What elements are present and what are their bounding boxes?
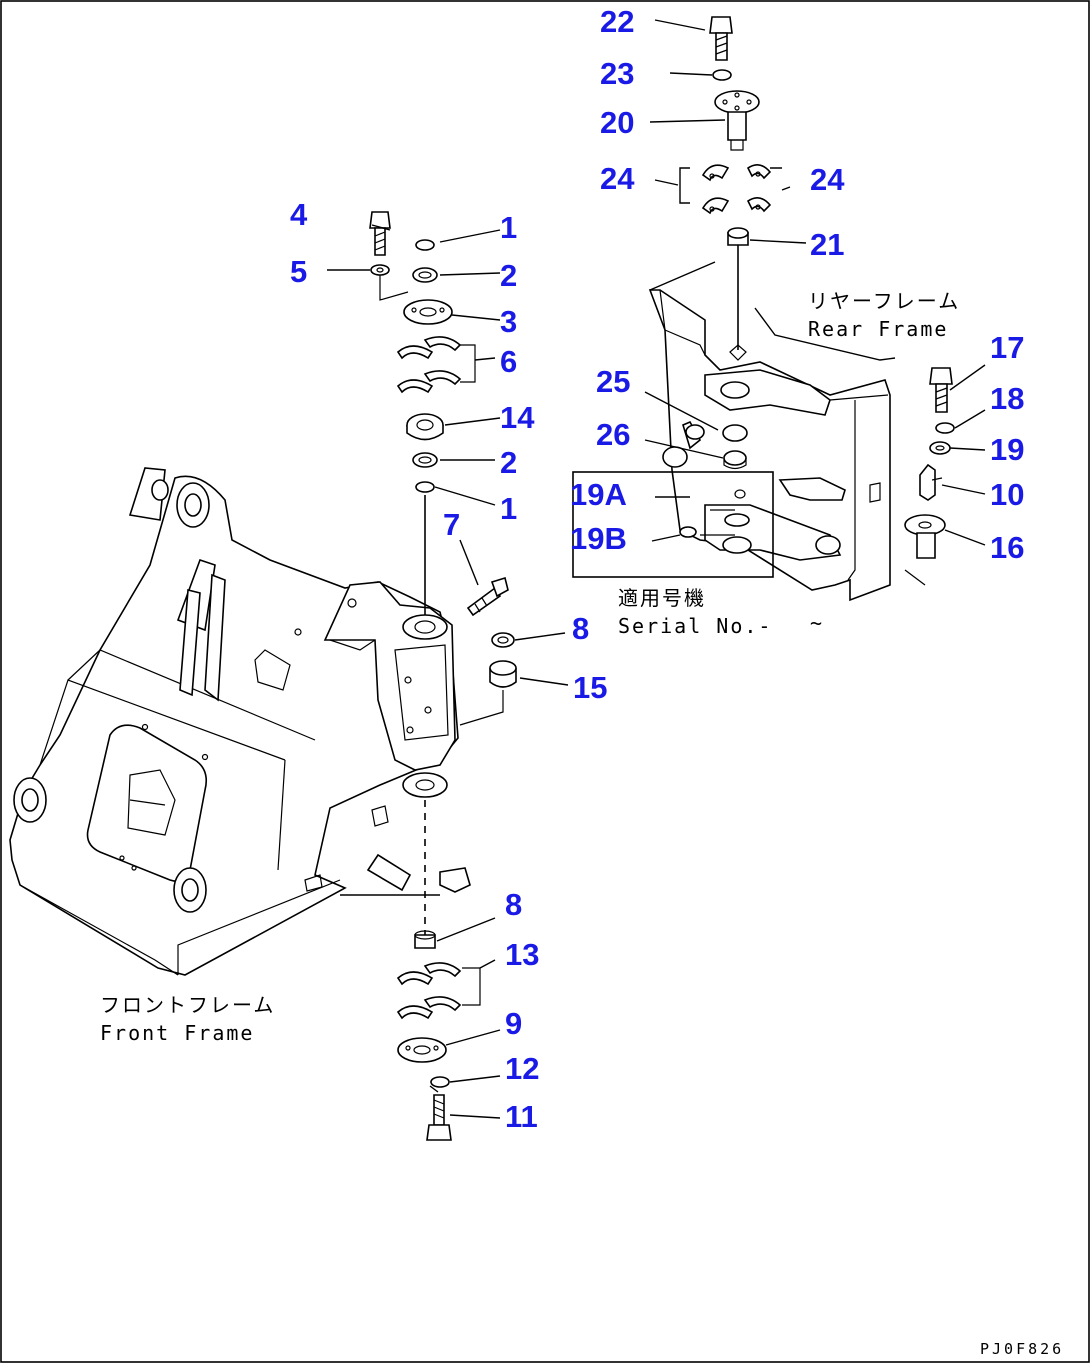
callout-4: 4 <box>290 197 308 232</box>
callout-18: 18 <box>990 381 1024 416</box>
callout-11: 11 <box>505 1099 538 1134</box>
callout-5: 5 <box>290 254 307 289</box>
lower-pin-stack <box>396 930 481 1141</box>
washer-19b <box>679 526 697 538</box>
axis-rear-target <box>729 344 747 361</box>
callout-2-upper: 2 <box>500 258 517 293</box>
callout-20: 20 <box>600 105 634 140</box>
callout-23: 23 <box>600 56 634 91</box>
callout-14: 14 <box>500 400 535 435</box>
upper-pin-stack <box>369 211 476 493</box>
callout-17: 17 <box>990 330 1024 365</box>
callout-13: 13 <box>505 937 539 972</box>
callout-8-upper: 8 <box>572 611 589 646</box>
leader-lines <box>327 19 986 1119</box>
drawing-code: PJ0F826 <box>980 1340 1064 1358</box>
callout-16: 16 <box>990 530 1024 565</box>
serial-variant-box <box>572 471 774 578</box>
callout-2-lower: 2 <box>500 445 517 480</box>
callout-7: 7 <box>443 507 460 542</box>
callout-19: 19 <box>990 432 1024 467</box>
callout-6: 6 <box>500 344 517 379</box>
callout-10: 10 <box>990 477 1024 512</box>
callout-19a: 19A <box>570 477 627 512</box>
callout-12: 12 <box>505 1051 539 1086</box>
front-frame-hinge <box>323 581 456 798</box>
callout-24-right: 24 <box>810 162 845 197</box>
grease-fitting-7 <box>466 576 509 617</box>
front-frame-caption-jp: フロントフレーム <box>100 993 275 1017</box>
rear-pin-stack <box>701 16 772 246</box>
callout-1-lower: 1 <box>500 491 517 526</box>
variant-hinge-lines <box>700 509 735 536</box>
callout-3: 3 <box>500 304 517 339</box>
callout-8-lower: 8 <box>505 887 522 922</box>
callout-15: 15 <box>573 670 607 705</box>
callout-26: 26 <box>596 417 630 452</box>
serial-caption-en: Serial No.- <box>618 614 772 638</box>
captions: リヤーフレーム Rear Frame 適用号機 Serial No.- ~ フロ… <box>100 289 1064 1358</box>
callouts: 22 23 20 24 24 21 4 5 1 2 3 6 14 2 1 7 8… <box>290 4 1024 1134</box>
side-bushings <box>459 632 517 726</box>
callout-25: 25 <box>596 364 630 399</box>
rear-frame <box>648 289 926 602</box>
serial-caption-tilde: ~ <box>810 611 824 635</box>
callout-19b: 19B <box>570 521 627 556</box>
callout-1-upper: 1 <box>500 210 517 245</box>
front-frame-caption-en: Front Frame <box>100 1021 254 1045</box>
rear-frame-caption-en: Rear Frame <box>808 317 948 341</box>
callout-9: 9 <box>505 1006 522 1041</box>
right-side-parts <box>904 367 955 559</box>
callout-24-left: 24 <box>600 161 635 196</box>
rear-frame-caption-jp: リヤーフレーム <box>808 289 960 313</box>
serial-caption-jp: 適用号機 <box>618 586 706 610</box>
callout-21: 21 <box>810 227 844 262</box>
callout-22: 22 <box>600 4 634 39</box>
